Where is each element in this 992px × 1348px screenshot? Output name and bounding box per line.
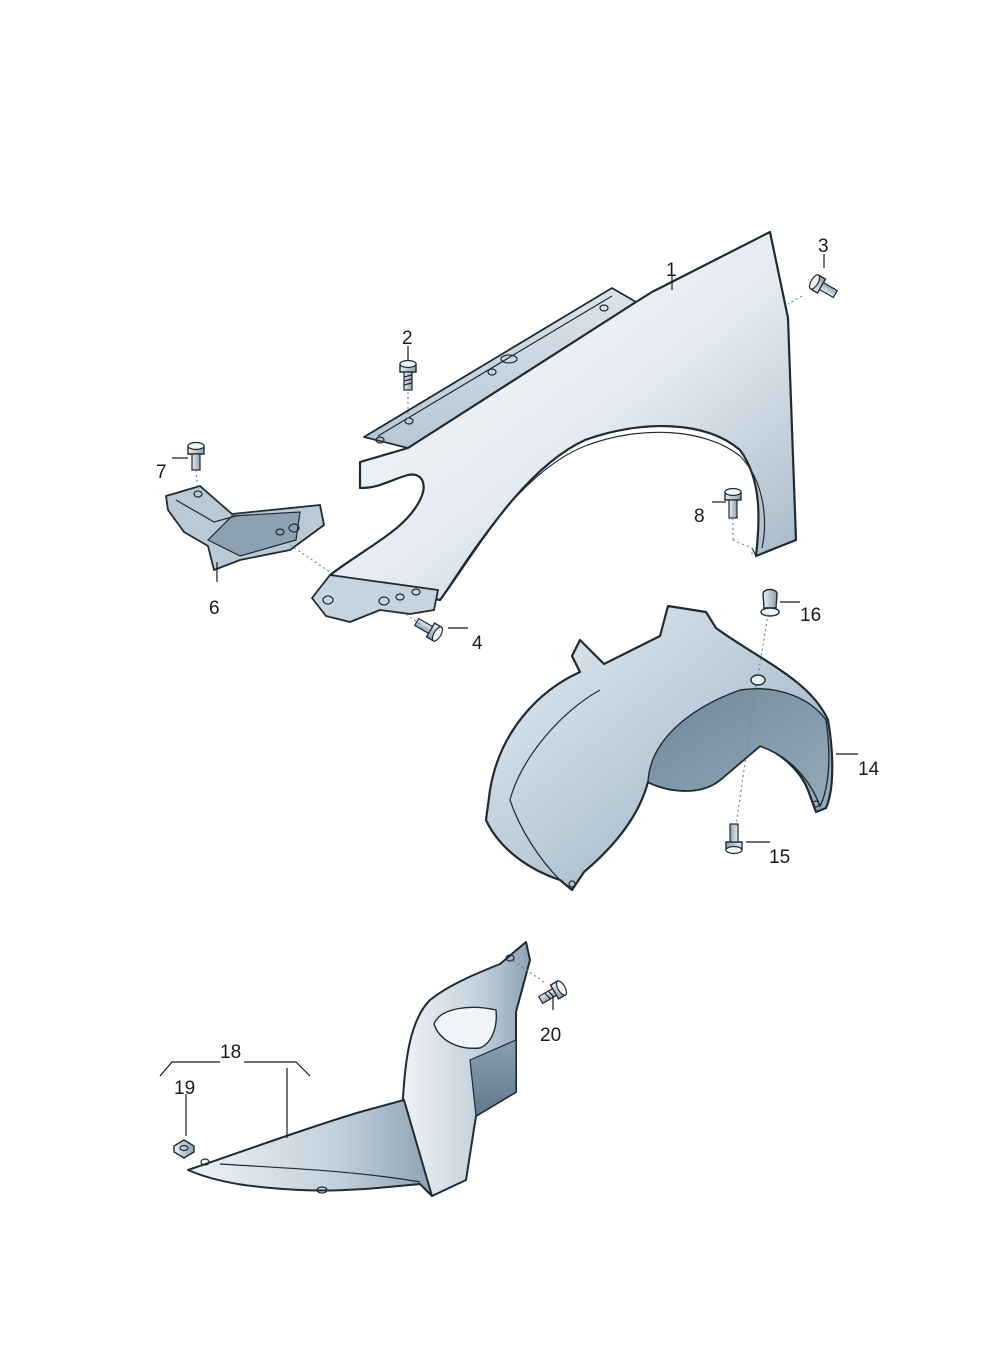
bolt-7	[187, 441, 205, 471]
callout-1: 1	[666, 260, 677, 281]
callout-8: 8	[694, 506, 705, 527]
wheel-housing-liner	[484, 604, 834, 892]
bolt-3	[808, 274, 839, 299]
bolt-2	[399, 359, 417, 391]
callout-19: 19	[174, 1078, 195, 1099]
callout-15: 15	[769, 847, 790, 868]
callout-18: 18	[220, 1042, 241, 1063]
callout-16: 16	[800, 605, 821, 626]
callout-14: 14	[858, 759, 880, 780]
callout-20: 20	[540, 1025, 561, 1046]
callout-2: 2	[402, 328, 413, 349]
fender-front-tab	[311, 574, 439, 623]
fender	[311, 230, 798, 623]
callout-7: 7	[156, 462, 167, 483]
bolt-4	[413, 617, 444, 642]
callout-4: 4	[472, 633, 483, 654]
bolt-15	[725, 823, 743, 855]
bolt-20	[537, 980, 568, 1005]
fender-bracket	[165, 485, 325, 571]
callout-leaders	[159, 254, 858, 1138]
callout-6: 6	[209, 598, 220, 619]
shield-upper	[401, 941, 531, 1197]
bolt-8	[724, 487, 742, 519]
callout-3: 3	[818, 236, 829, 257]
assembly-lines	[195, 295, 803, 983]
callout-labels: 1 2 3 4 6 7 8 14 15 16 18 19 20	[156, 236, 880, 1099]
shield-lower	[187, 1099, 433, 1197]
liner-inner	[647, 688, 830, 808]
nut-19	[173, 1139, 195, 1159]
splash-shield	[187, 941, 531, 1197]
clip-16	[760, 588, 780, 617]
